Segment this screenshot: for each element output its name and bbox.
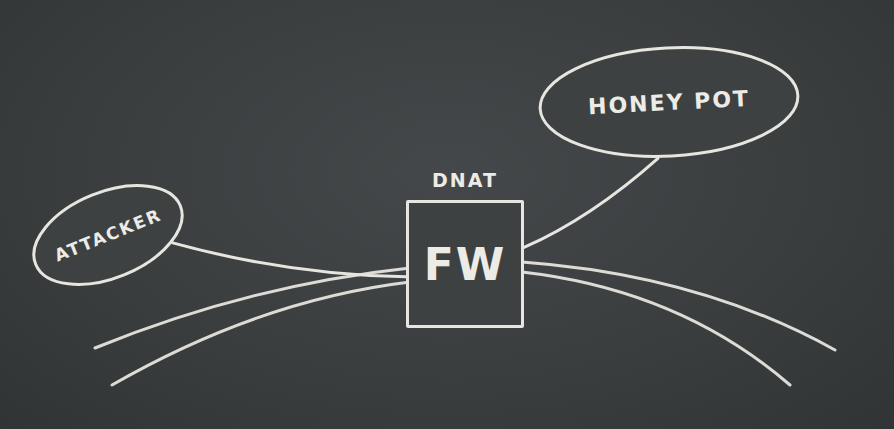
node-label: FW (424, 239, 507, 290)
network-curve (112, 282, 410, 385)
ellipse-shape (20, 166, 197, 304)
honeypot-ellipse: HONEY POT (535, 39, 803, 165)
network-curve (522, 272, 790, 385)
network-curve (522, 262, 835, 350)
node-heading: DNAT (409, 169, 521, 191)
network-curve (95, 268, 410, 348)
connector-path (173, 243, 406, 277)
firewall-box: DNATFW (406, 200, 524, 328)
attacker-ellipse: ATTACKER (17, 163, 199, 306)
connector-line (173, 243, 406, 277)
connector-path (524, 158, 658, 247)
ellipse-shape (537, 41, 800, 162)
connector-line (524, 158, 658, 247)
